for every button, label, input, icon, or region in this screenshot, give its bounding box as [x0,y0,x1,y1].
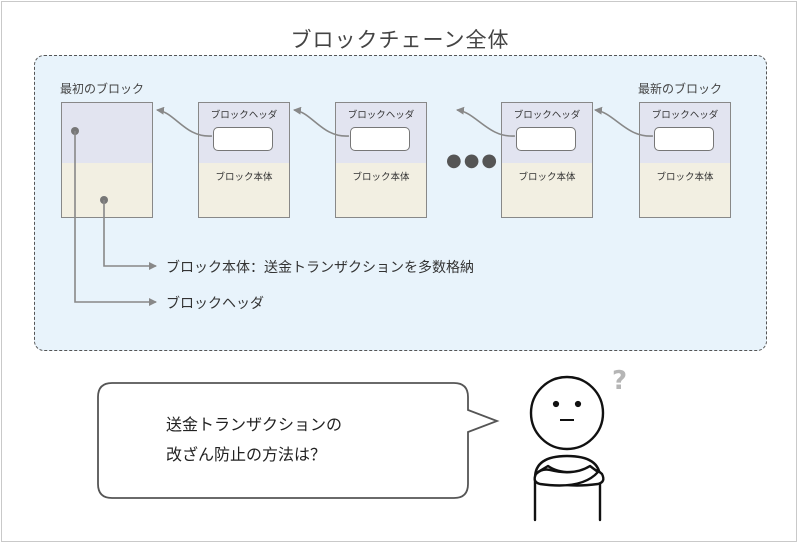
ellipsis: ●●● [446,150,500,171]
block-body-label: ブロック本体 [656,172,714,183]
hash-link-arrow [456,106,516,137]
block-hash-box [654,127,714,151]
body-callout-label: ブロック本体：送金トランザクションを多数格納 [166,260,474,276]
hash-link-arrow [156,106,213,137]
body-callout-line [103,200,157,270]
block-hash-box [516,127,576,151]
header-callout-line [74,131,157,306]
header-callout-label: ブロックヘッダ [166,296,264,312]
block-3: ブロックヘッダ ブロック本体 [335,102,427,218]
block-header-label: ブロックヘッダ [651,110,719,121]
block-4: ブロックヘッダ ブロック本体 [501,102,593,218]
hash-link-arrow [293,106,350,137]
block-header-label: ブロックヘッダ [210,110,278,121]
block-latest: ブロックヘッダ ブロック本体 [639,102,731,218]
block-header-label: ブロックヘッダ [347,110,415,121]
hash-link-arrow [594,106,654,137]
question-mark-icon: ? [612,366,628,396]
first-block-label: 最初のブロック [60,82,145,96]
block-body-label: ブロック本体 [518,172,576,183]
block-body-label: ブロック本体 [352,172,410,183]
block-hash-box [213,127,273,151]
person-face [552,400,582,421]
speech-line-2: 改ざん防止の方法は？ [166,445,327,464]
person-figure [529,375,605,522]
diagram-title: ブロックチェーン全体 [290,28,510,52]
block-2: ブロックヘッダ ブロック本体 [198,102,290,218]
latest-block-label: 最新のブロック [638,82,723,96]
speech-bubble-text: 送金トランザクションの 改ざん防止の方法は？ [166,410,446,470]
speech-line-1: 送金トランザクションの [166,415,343,434]
speech-bubble [97,382,500,499]
block-header-label: ブロックヘッダ [513,110,581,121]
block-hash-box [350,127,410,151]
block-body-label: ブロック本体 [215,172,273,183]
